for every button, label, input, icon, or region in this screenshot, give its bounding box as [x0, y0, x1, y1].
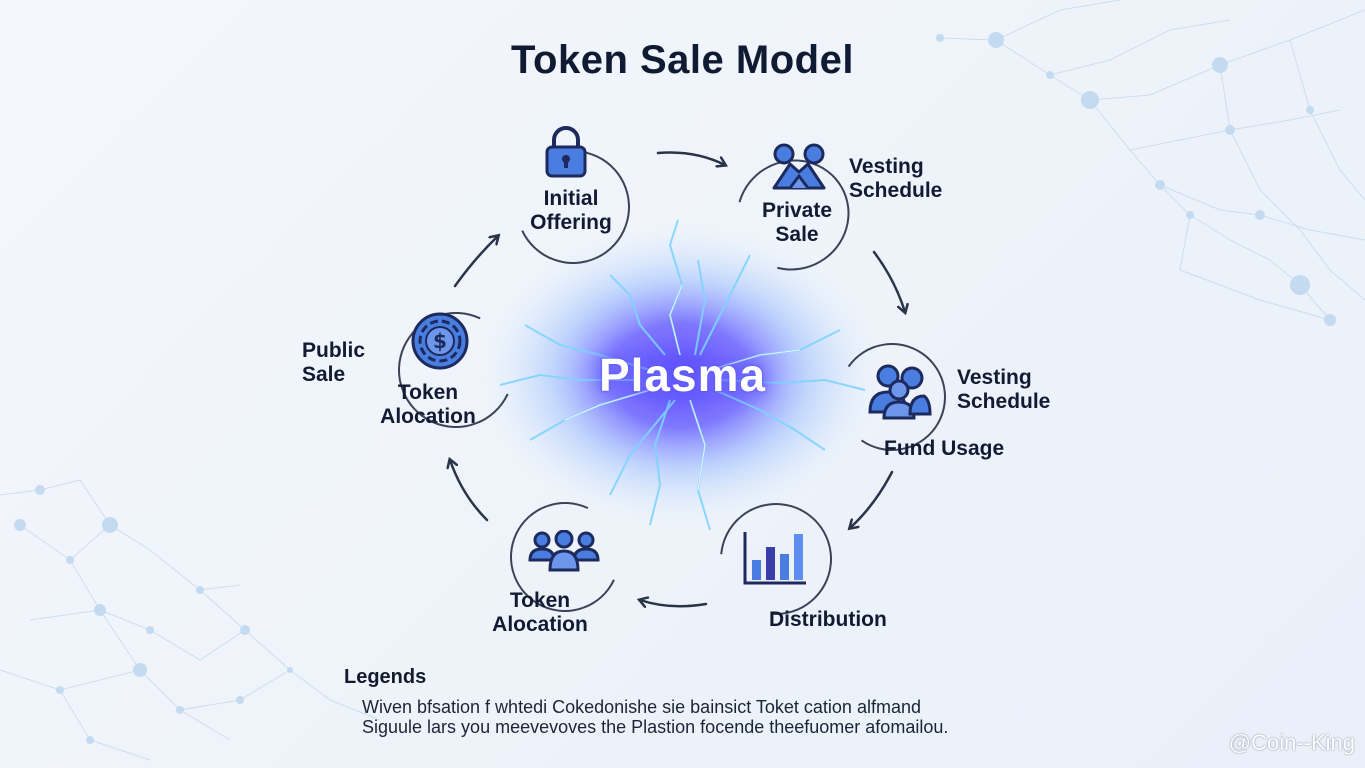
users-icon	[868, 364, 932, 420]
lock-icon	[545, 126, 587, 178]
arrow-offering-to-private	[656, 151, 725, 166]
network-pattern-bottom-left	[0, 479, 380, 761]
coin-dollar-icon: $	[411, 312, 469, 370]
group-icon	[528, 530, 600, 572]
plasma-burst	[480, 219, 880, 531]
label-token-allocation-left: Token Alocation	[380, 381, 476, 428]
watermark: @Coin--King	[1228, 730, 1355, 755]
arrow-distribution-to-allocation	[640, 600, 708, 606]
bar-chart-icon	[743, 532, 806, 585]
label-fund-usage: Fund Usage	[884, 437, 1005, 460]
legend-text: Wiven bfsation f whtedi Cokedonishe sie …	[362, 697, 949, 737]
center-label: Plasma	[598, 349, 767, 401]
diagram-title: Token Sale Model	[511, 38, 854, 82]
label-public-sale: Public Sale	[302, 339, 366, 386]
label-private-sale: Private Sale	[761, 199, 833, 246]
label-vesting-schedule-right: Vesting Schedule	[957, 366, 1051, 413]
label-initial-offering: Initial Offering	[530, 187, 612, 234]
svg-text:$: $	[433, 329, 447, 353]
label-distribution: Distribution	[769, 608, 887, 631]
legend-title: Legends	[344, 666, 427, 688]
handshake-icon	[772, 143, 826, 190]
label-vesting-schedule-top: Vesting Schedule	[849, 155, 943, 202]
label-token-allocation-bottom: Token Alocation	[492, 589, 588, 636]
